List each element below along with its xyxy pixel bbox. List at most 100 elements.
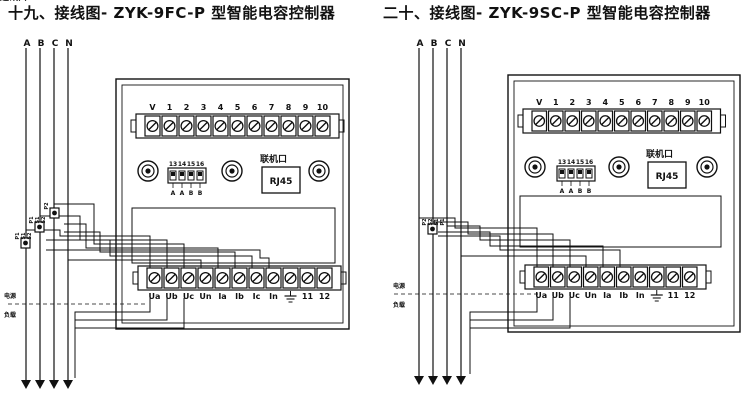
top-terminal-label-2: 2 xyxy=(184,103,190,112)
top-terminal-3 xyxy=(195,115,212,137)
top-terminal-label-2: 2 xyxy=(569,98,575,107)
phase-arrow-n xyxy=(456,376,466,385)
bottom-terminal-label-12: 12 xyxy=(684,291,695,300)
bottom-terminal-label-ic: Ic xyxy=(253,292,261,301)
comm-pin-label: B xyxy=(578,188,583,195)
bottom-terminal-ground xyxy=(648,266,665,288)
terminal-block-end xyxy=(517,114,524,128)
top-terminal-7 xyxy=(263,115,280,137)
phase-label-n: N xyxy=(458,39,466,49)
controller-housing xyxy=(115,78,350,330)
bottom-terminal-label-ib: Ib xyxy=(235,292,244,301)
comm-pin-label: A xyxy=(180,190,185,197)
phase-label-b: B xyxy=(431,39,438,49)
phase-arrow-b xyxy=(35,380,45,389)
rj45-body xyxy=(261,166,301,194)
phase-label-a: A xyxy=(417,39,424,49)
knob-left xyxy=(137,160,159,182)
bottom-terminal-ia xyxy=(214,267,231,289)
wire xyxy=(75,298,168,321)
top-terminal-label-1: 1 xyxy=(553,98,559,107)
top-terminal-9 xyxy=(679,110,696,132)
ground-icon xyxy=(650,290,663,302)
wiring-diagram-right: ABCN电源负载V1234567891013141516AABB通讯口联机口RJ… xyxy=(0,0,741,385)
comm-pin-label: A xyxy=(560,188,565,195)
wire xyxy=(26,229,151,268)
ct-label: S2 xyxy=(428,218,434,226)
wire xyxy=(470,297,554,321)
bottom-terminal-ua xyxy=(533,266,550,288)
ct-label: P1 xyxy=(440,218,446,226)
bottom-terminal-ground xyxy=(282,267,299,289)
wire xyxy=(75,298,185,329)
comm-pin-number: 15 xyxy=(187,161,195,168)
ct-label: P1 xyxy=(15,232,21,240)
wire xyxy=(46,239,253,268)
top-terminal-label-5: 5 xyxy=(619,98,625,107)
knob-middle xyxy=(608,156,630,178)
top-terminal-label-8: 8 xyxy=(286,103,292,112)
bottom-terminal-ub xyxy=(549,266,566,288)
top-terminal-label-7: 7 xyxy=(652,98,658,107)
top-terminal-1 xyxy=(547,110,564,132)
comm-pin-number: 16 xyxy=(585,159,593,166)
bottom-terminal-ua xyxy=(146,267,163,289)
controller-unit-left: V1234567891013141516AABB通讯口联机口RJ45UaUbUc… xyxy=(0,0,350,330)
link-port-label: 联机口 xyxy=(260,153,287,165)
bottom-terminal-label-ub: Ub xyxy=(552,291,564,300)
bottom-terminal-un xyxy=(582,266,599,288)
bottom-terminal-label-un: Un xyxy=(199,292,211,301)
wire xyxy=(64,231,236,268)
phase-label-c: C xyxy=(52,39,59,49)
comm-port-label: 通讯口 xyxy=(0,0,27,3)
phase-label-a: A xyxy=(24,39,31,49)
bottom-terminal-in xyxy=(265,267,282,289)
comm-pin-number: 16 xyxy=(196,161,204,168)
top-terminal-label-6: 6 xyxy=(252,103,258,112)
bottom-terminal-uc xyxy=(180,267,197,289)
top-terminal-label-10: 10 xyxy=(317,103,329,112)
top-terminal-label-v: V xyxy=(149,103,156,112)
load-label: 负载 xyxy=(393,301,405,309)
link-port-label: 联机口 xyxy=(646,148,673,160)
wire xyxy=(438,235,621,267)
top-terminal-8 xyxy=(663,110,680,132)
ct-label: S1 xyxy=(35,216,41,224)
wire xyxy=(68,259,202,268)
top-terminal-6 xyxy=(246,115,263,137)
comm-port-label: 通讯口 xyxy=(0,0,27,3)
top-terminal-6 xyxy=(630,110,647,132)
wire xyxy=(447,225,571,267)
wire xyxy=(461,255,587,267)
load-label: 负载 xyxy=(4,311,16,319)
bottom-terminal-label-11: 11 xyxy=(668,291,680,300)
bottom-terminal-uc xyxy=(566,266,583,288)
knob-left xyxy=(524,156,546,178)
top-terminal-label-9: 9 xyxy=(303,103,309,112)
bottom-terminal-in xyxy=(632,266,649,288)
comm-pin-fill xyxy=(189,172,193,176)
terminal-block-end xyxy=(338,119,345,133)
bottom-terminal-label-uc: Uc xyxy=(183,292,194,301)
ct-label: S1 xyxy=(434,218,440,226)
top-terminal-2 xyxy=(178,115,195,137)
bottom-terminal-label-ia: Ia xyxy=(603,291,611,300)
top-terminal-10 xyxy=(314,115,331,137)
display-window xyxy=(131,207,336,264)
comm-connector-right: 13141516AABB通讯口 xyxy=(0,0,596,195)
comm-connector-body xyxy=(167,167,207,184)
comm-pin-fill xyxy=(198,172,202,176)
wire xyxy=(64,223,219,268)
wire xyxy=(469,297,538,374)
diagram-title-left: 十九、接线图- ZYK-9FC-P 型智能电容控制器 xyxy=(8,4,336,22)
comm-pin-fill xyxy=(180,172,184,176)
